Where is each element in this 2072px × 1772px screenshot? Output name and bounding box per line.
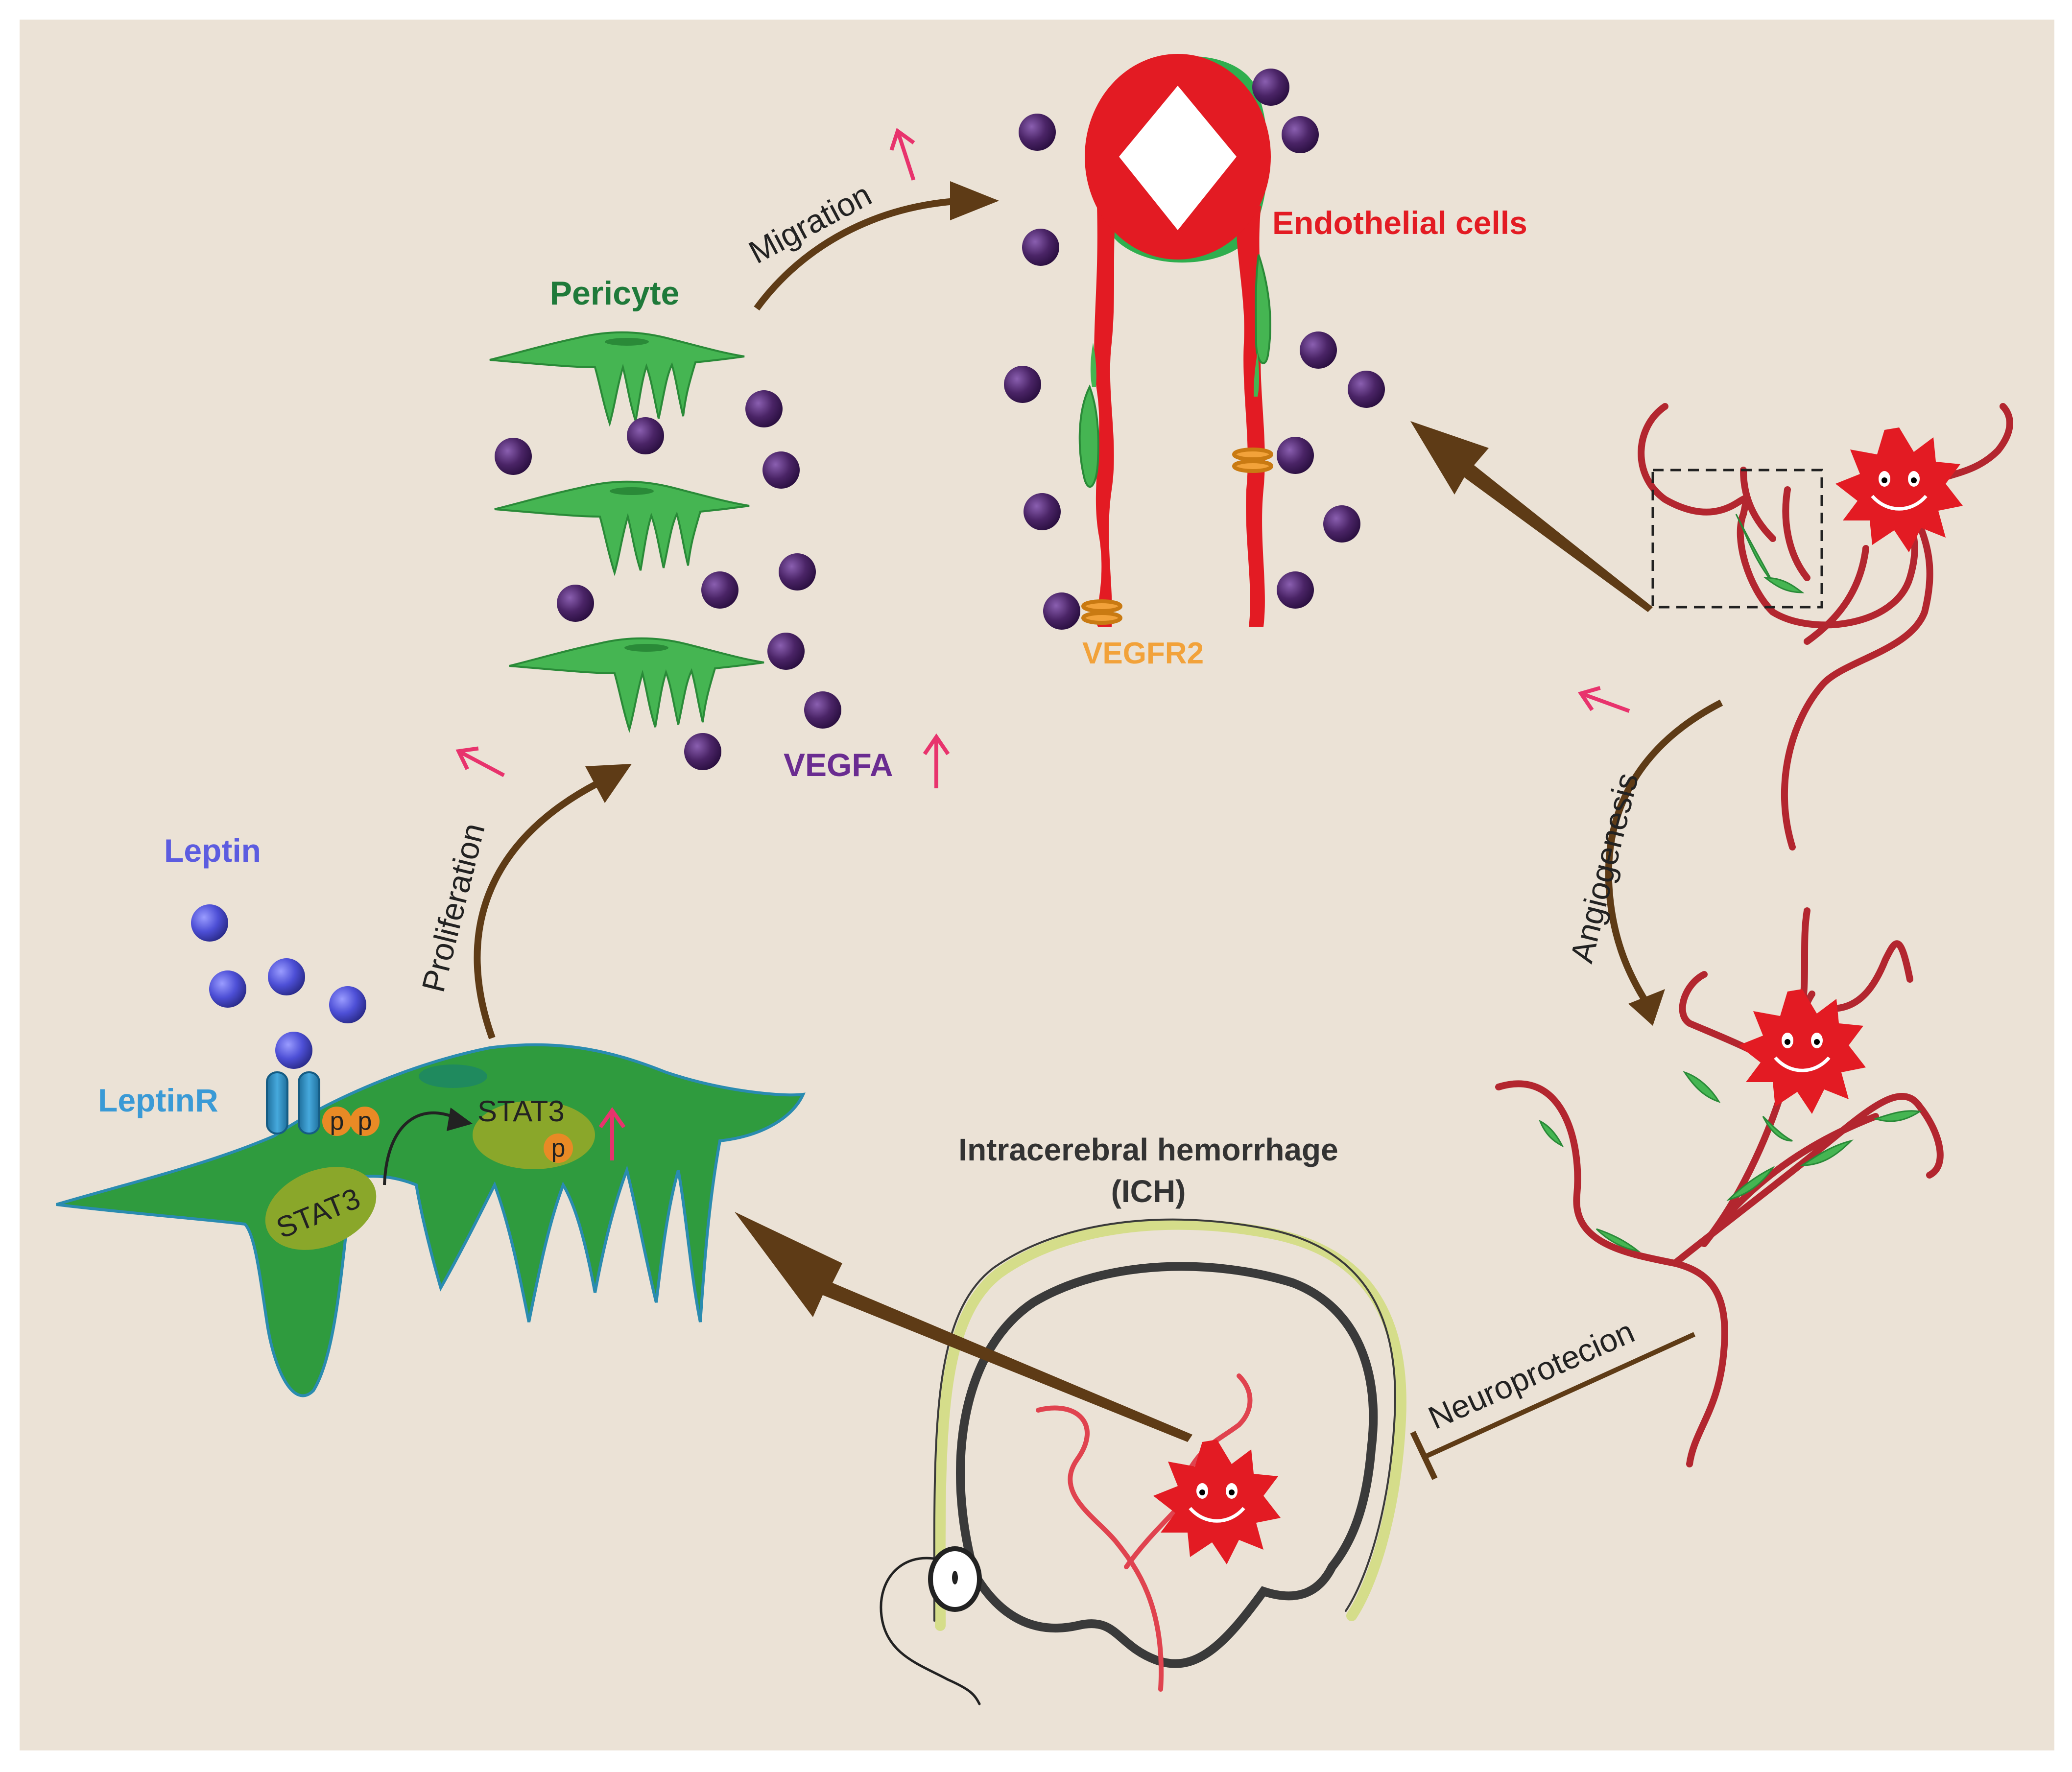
angiogenesis-up-arrow <box>1577 686 1630 713</box>
vessel-structure <box>1078 54 1273 627</box>
vegfr2-label: VEGFR2 <box>1082 637 1204 670</box>
ich-to-cell-arrow <box>735 1212 1192 1442</box>
stat3-oval-inactive <box>265 1167 377 1250</box>
phospho-p-3: p <box>551 1134 566 1162</box>
leptinr-receptor <box>266 1071 320 1134</box>
phospho-p-1: p <box>330 1107 344 1135</box>
migration-arrow <box>754 197 963 311</box>
vegfa-particles-left <box>495 390 841 770</box>
pericyte-main-cell <box>56 1043 806 1397</box>
vegfa-label: VEGFA <box>784 747 893 783</box>
diagram-background <box>20 20 2054 1750</box>
endothelial-label: Endothelial cells <box>1272 205 1527 241</box>
hemorrhage-blob-bottom <box>1739 989 1866 1114</box>
hemorrhage-blob-brain <box>1153 1440 1281 1564</box>
vegfr2-receptor-2 <box>1232 448 1273 473</box>
angiogenesis-arrow <box>1605 699 1723 1011</box>
migration-arrowhead <box>950 181 999 220</box>
cell-nucleus-mark <box>419 1064 487 1088</box>
zoom-to-vessel-arrow <box>1410 421 1653 612</box>
stat3-active-label: STAT3 <box>477 1095 565 1128</box>
zoom-box <box>1651 469 1823 609</box>
leptin-label: Leptin <box>164 832 261 869</box>
stat3-activation-arrow <box>383 1111 459 1185</box>
vegfr2-receptor-1 <box>1081 599 1122 625</box>
vegfa-particles-vessel <box>1004 69 1385 630</box>
mini-pericytes-bottom <box>1539 1071 1922 1252</box>
angiogenesis-arrowhead <box>1628 989 1665 1026</box>
stat3-phospho <box>544 1134 573 1163</box>
leptinr-label: LeptinR <box>98 1082 218 1118</box>
proliferation-up-arrow <box>455 746 505 778</box>
stat3-up-arrow <box>598 1107 626 1160</box>
neuroprotection-bar <box>1410 1431 1438 1480</box>
pericyte-label: Pericyte <box>550 275 680 312</box>
proliferation-arrow <box>474 780 599 1040</box>
leptin-particles <box>191 904 366 1069</box>
ich-title-line1: Intracerebral hemorrhage <box>958 1132 1338 1167</box>
vegfa-up-arrow <box>923 733 950 788</box>
proliferation-arrowhead <box>585 764 632 803</box>
phospho-receptor: p p <box>322 1107 380 1136</box>
brain-head-outline <box>880 1218 1406 1705</box>
neuroprotection-line <box>1424 1332 1696 1459</box>
hemorrhage-blob-top <box>1835 427 1963 552</box>
migration-up-arrow <box>889 128 916 181</box>
ich-title-line2: (ICH) <box>1111 1174 1186 1209</box>
phospho-p-2: p <box>358 1107 372 1135</box>
